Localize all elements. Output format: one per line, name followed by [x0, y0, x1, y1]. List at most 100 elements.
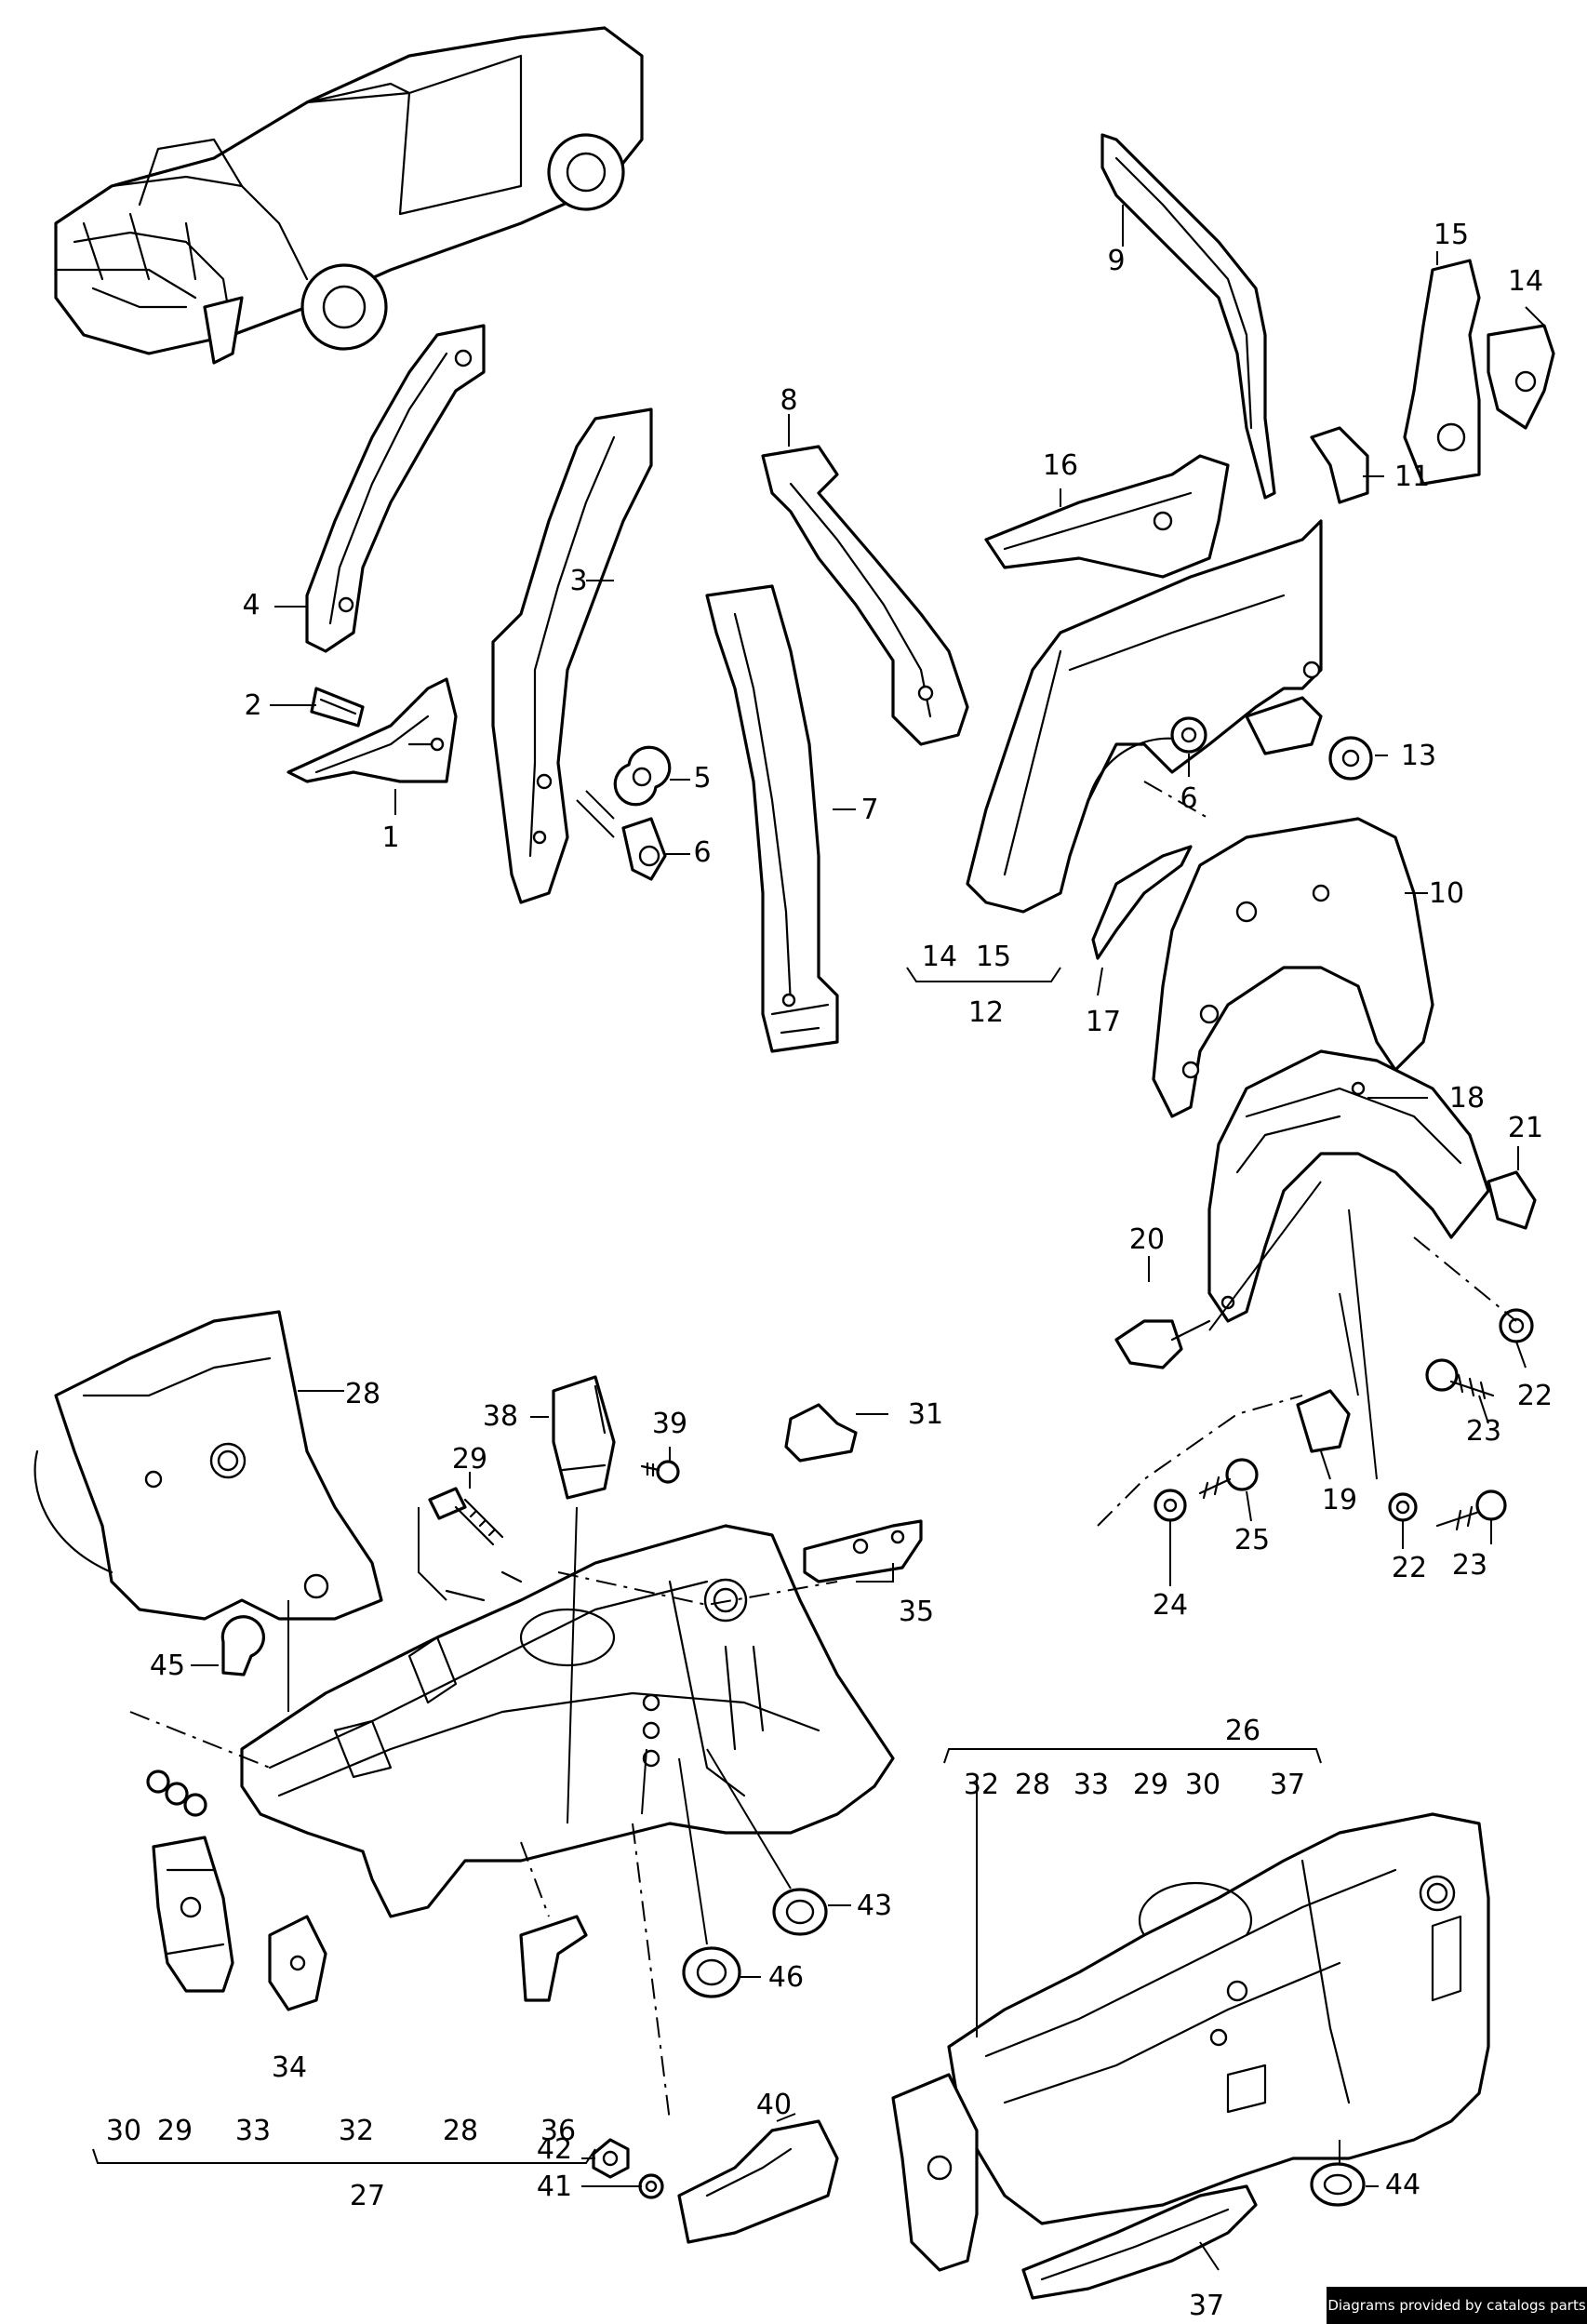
callout-32b: 32	[964, 1769, 999, 1801]
callout-6a: 6	[693, 836, 711, 869]
callout-23a: 23	[1466, 1415, 1501, 1448]
callout-30a: 30	[106, 2115, 141, 2147]
callout-28c: 28	[1015, 1769, 1050, 1801]
callout-33a: 33	[235, 2115, 271, 2147]
part-21-clip	[1487, 1170, 1537, 1230]
part-18-wheel-arch-liner	[1207, 1049, 1490, 1323]
callout-27: 27	[350, 2180, 385, 2212]
group-bracket-12	[906, 967, 1061, 982]
callout-31: 31	[908, 1398, 943, 1431]
car-overview-illustration	[54, 26, 644, 365]
callout-22a: 22	[1517, 1380, 1553, 1412]
callout-12: 12	[968, 996, 1004, 1029]
callout-23b: 23	[1452, 1549, 1487, 1582]
callout-44: 44	[1385, 2169, 1420, 2201]
callout-36: 36	[540, 2115, 576, 2147]
callout-28b: 28	[443, 2115, 478, 2147]
callout-9: 9	[1107, 245, 1125, 277]
part-11-clip	[1310, 426, 1369, 504]
callout-5: 5	[693, 762, 711, 795]
callout-21: 21	[1508, 1112, 1543, 1144]
part-30-nut-a	[146, 1770, 170, 1794]
callout-20: 20	[1129, 1223, 1165, 1256]
callout-46: 46	[768, 1961, 804, 1994]
part-26-front-structure-assembly	[947, 1812, 1490, 2225]
callout-24: 24	[1153, 1589, 1188, 1622]
callout-6b: 6	[1180, 782, 1197, 815]
part-7-b-pillar	[705, 584, 839, 1053]
part-30-nut-b	[165, 1782, 189, 1806]
part-39-screw	[640, 1460, 680, 1484]
part-38-bracket	[552, 1375, 616, 1500]
part-12-quarter-panel	[966, 519, 1323, 914]
callout-1: 1	[381, 821, 399, 854]
callout-18: 18	[1449, 1082, 1485, 1115]
part-40-bracket	[677, 2119, 839, 2244]
callout-35: 35	[899, 1596, 934, 1628]
callout-25: 25	[1234, 1524, 1270, 1556]
part-9-d-pillar	[1100, 133, 1276, 500]
part-20-push-pin	[1114, 1319, 1183, 1369]
part-36-bracket	[519, 1915, 588, 2002]
part-15-panel	[1403, 259, 1481, 486]
part-37-lower-rail	[1021, 2184, 1258, 2300]
callout-28a: 28	[345, 1378, 380, 1410]
callout-42: 42	[537, 2133, 572, 2166]
part-1-bracket	[287, 677, 458, 783]
part-43-grommet	[772, 1888, 828, 1936]
part-44-plug	[1310, 2162, 1366, 2207]
callout-38: 38	[483, 1400, 518, 1433]
callout-19: 19	[1322, 1484, 1357, 1516]
callout-26: 26	[1225, 1715, 1260, 1747]
callout-14b: 14	[1508, 265, 1543, 298]
part-31-clip	[784, 1403, 858, 1463]
callout-10: 10	[1429, 877, 1464, 910]
callout-30b: 30	[1185, 1769, 1220, 1801]
callout-33b: 33	[1074, 1769, 1109, 1801]
callout-29c: 29	[1133, 1769, 1168, 1801]
callout-22b: 22	[1392, 1552, 1427, 1584]
callout-2: 2	[244, 689, 261, 722]
footer-credit: Diagrams provided by catalogs parts	[1327, 2287, 1587, 2324]
callout-15b: 15	[1434, 219, 1469, 251]
part-30-nut-c	[183, 1793, 207, 1817]
callout-13: 13	[1401, 740, 1436, 772]
callout-37b: 37	[1189, 2290, 1224, 2322]
callout-11: 11	[1394, 461, 1430, 493]
group-bracket-26	[943, 1748, 1322, 1764]
part-23-screw-lower	[1435, 1489, 1507, 1531]
part-3-pillar	[491, 407, 653, 904]
part-46-grommet	[682, 1946, 741, 1998]
callout-29b: 29	[157, 2115, 193, 2147]
part-10-wheelhouse	[1152, 817, 1434, 1118]
callout-40: 40	[756, 2089, 792, 2121]
part-25-screw	[1198, 1458, 1259, 1500]
callout-17: 17	[1086, 1006, 1121, 1038]
callout-labels: 1 2 3 4 5 6 6 7 8 9 10 11 12 13 14 14 15…	[106, 219, 1553, 2322]
callout-16: 16	[1043, 449, 1078, 482]
part-4-a-pillar	[305, 324, 486, 653]
callout-29a: 29	[452, 1443, 487, 1476]
callout-34: 34	[272, 2051, 307, 2084]
callout-8: 8	[780, 384, 797, 417]
callout-7: 7	[860, 794, 878, 826]
callout-41: 41	[537, 2170, 572, 2203]
part-8-c-pillar	[761, 445, 969, 746]
callout-3: 3	[569, 565, 587, 597]
callout-4: 4	[242, 589, 260, 621]
callout-37a: 37	[1270, 1769, 1305, 1801]
part-19-clip	[1296, 1389, 1351, 1453]
part-16-rear-rail	[984, 454, 1230, 579]
group-bracket-27	[92, 2148, 596, 2164]
part-17-strip	[1091, 845, 1193, 960]
part-45-plug	[220, 1615, 265, 1676]
callout-32a: 32	[339, 2115, 374, 2147]
callout-14a: 14	[922, 941, 957, 973]
part-29-bolt	[428, 1487, 504, 1546]
callout-15a: 15	[976, 941, 1011, 973]
part-23-screw	[1425, 1358, 1495, 1400]
part-27-front-structure	[240, 1524, 895, 1918]
callout-39: 39	[652, 1408, 687, 1440]
callout-45: 45	[150, 1650, 185, 1682]
